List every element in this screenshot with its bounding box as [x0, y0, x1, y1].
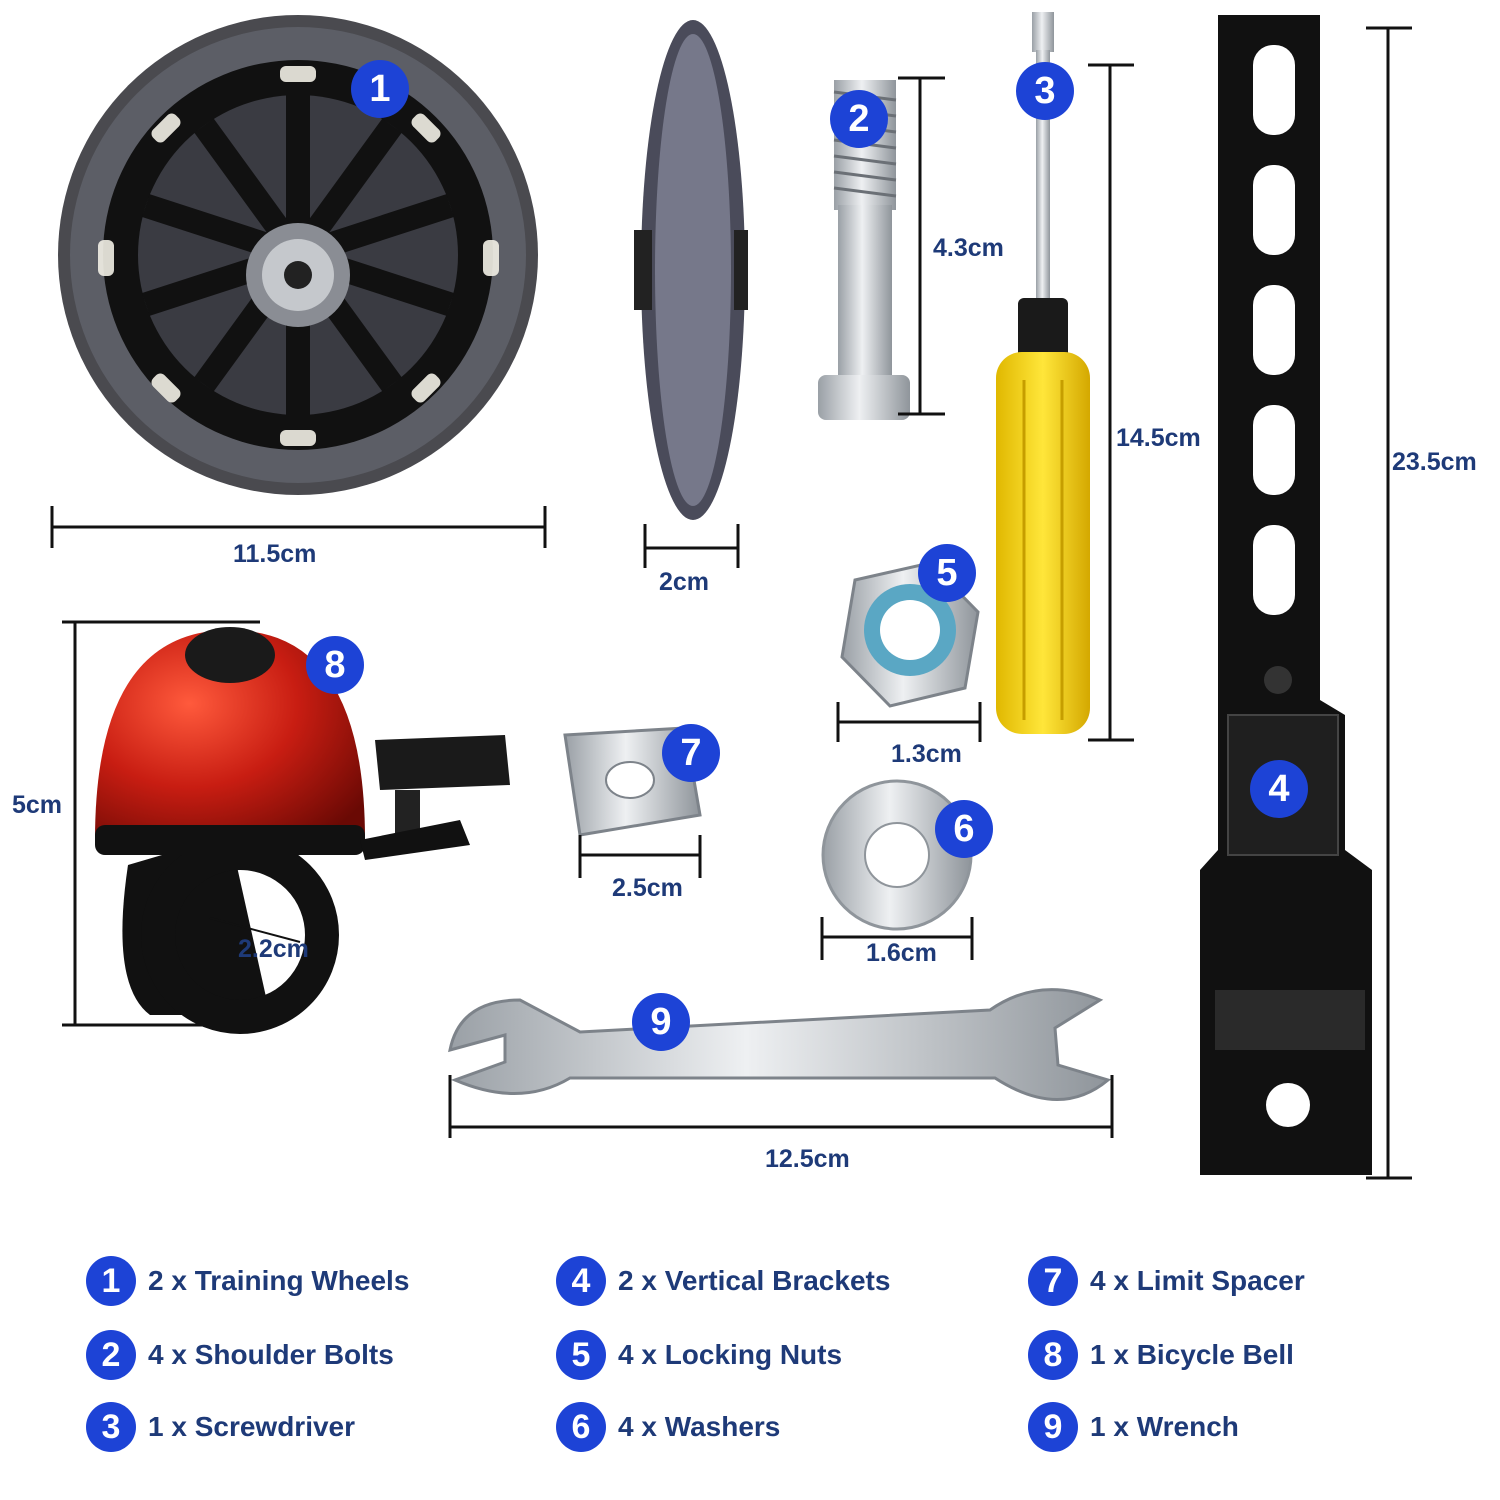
legend-badge: 6 [556, 1402, 606, 1452]
badge-screwdriver: 3 [1016, 62, 1074, 120]
legend-badge: 1 [86, 1256, 136, 1306]
legend-item-limit-spacer: 7 4 x Limit Spacer [1028, 1256, 1305, 1306]
legend-badge: 5 [556, 1330, 606, 1380]
bolt-length-label: 4.3cm [933, 234, 1004, 262]
legend-text: 4 x Shoulder Bolts [148, 1339, 394, 1370]
legend-text: 1 x Wrench [1090, 1411, 1239, 1442]
wrench-length-label: 12.5cm [765, 1145, 850, 1173]
legend-item-washers: 6 4 x Washers [556, 1402, 780, 1452]
training-wheel-side-icon [634, 20, 748, 520]
vertical-bracket-icon [1200, 15, 1372, 1175]
badge-wrench: 9 [632, 993, 690, 1051]
legend-text: 1 x Bicycle Bell [1090, 1339, 1294, 1370]
screwdriver-icon [996, 12, 1090, 734]
bell-clamp-label: 2.2cm [238, 935, 309, 963]
legend-item-wrench: 9 1 x Wrench [1028, 1402, 1239, 1452]
washer-size-label: 1.6cm [866, 939, 937, 967]
legend-text: 4 x Washers [618, 1411, 781, 1442]
legend-text: 2 x Training Wheels [148, 1265, 410, 1296]
bracket-length-label: 23.5cm [1392, 448, 1477, 476]
badge-bolt: 2 [830, 90, 888, 148]
legend-text: 4 x Locking Nuts [618, 1339, 843, 1370]
legend-text: 4 x Limit Spacer [1090, 1265, 1305, 1296]
dimension-lines [50, 26, 1412, 1180]
legend-item-training-wheels: 1 2 x Training Wheels [86, 1256, 409, 1306]
wheel-width-label: 2cm [659, 568, 710, 596]
badge-bell: 8 [306, 636, 364, 694]
legend-item-screwdriver: 3 1 x Screwdriver [86, 1402, 355, 1452]
badge-bracket: 4 [1250, 760, 1308, 818]
legend-item-locking-nuts: 5 4 x Locking Nuts [556, 1330, 842, 1380]
wheel-diameter-label: 11.5cm [233, 540, 317, 568]
legend-badge: 2 [86, 1330, 136, 1380]
bicycle-bell-icon [95, 627, 510, 1034]
wrench-icon [448, 988, 1112, 1101]
legend-badge: 3 [86, 1402, 136, 1452]
legend-badge: 4 [556, 1256, 606, 1306]
screwdriver-length-label: 14.5cm [1116, 424, 1201, 452]
legend-badge: 9 [1028, 1402, 1078, 1452]
bell-height-label: 5cm [12, 791, 63, 819]
legend-text: 1 x Screwdriver [148, 1411, 356, 1442]
badge-nut: 5 [918, 544, 976, 602]
nut-size-label: 1.3cm [891, 740, 962, 768]
legend-badge: 7 [1028, 1256, 1078, 1306]
legend-text: 2 x Vertical Brackets [618, 1265, 891, 1296]
spacer-size-label: 2.5cm [612, 874, 683, 902]
training-wheel-front-icon [58, 15, 538, 495]
legend-item-vertical-brackets: 4 2 x Vertical Brackets [556, 1256, 890, 1306]
legend-item-bicycle-bell: 8 1 x Bicycle Bell [1028, 1330, 1294, 1380]
legend-badge: 8 [1028, 1330, 1078, 1380]
badge-spacer: 7 [662, 724, 720, 782]
badge-wheel: 1 [351, 60, 409, 118]
badge-washer: 6 [935, 800, 993, 858]
legend-item-shoulder-bolts: 2 4 x Shoulder Bolts [86, 1330, 394, 1380]
